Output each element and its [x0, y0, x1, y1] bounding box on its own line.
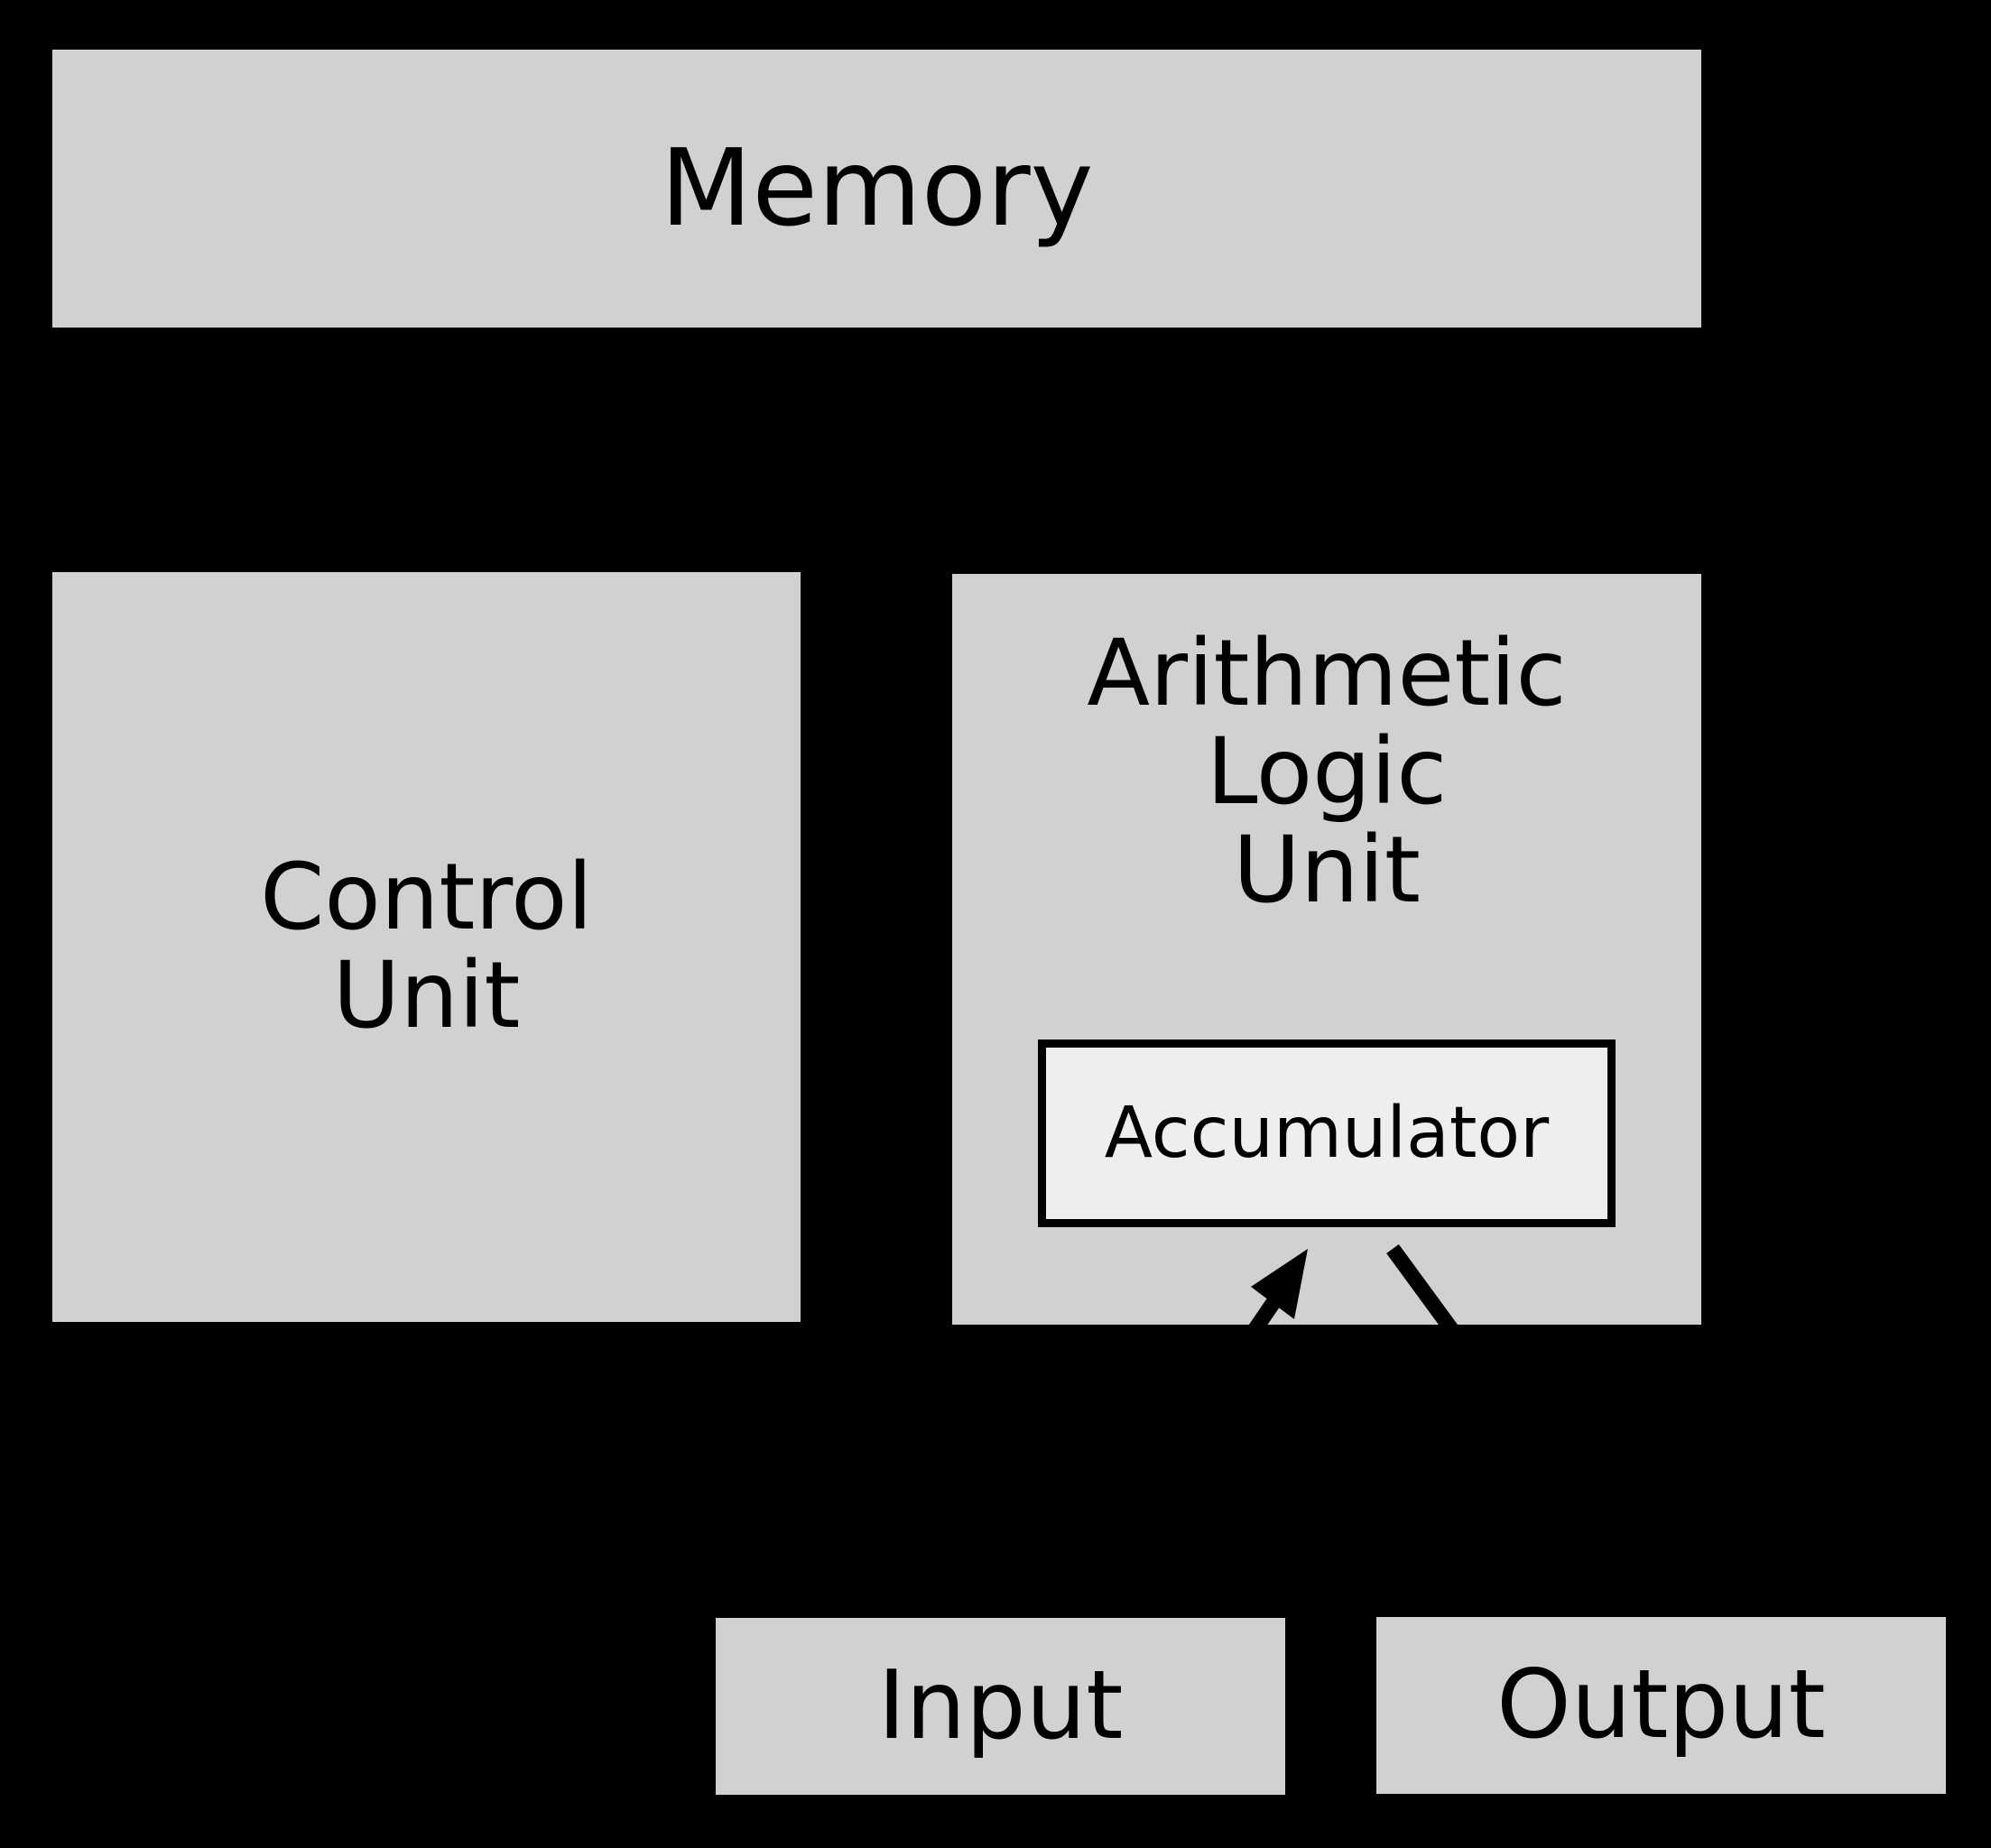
accumulator-inbound-left-arrowhead — [1251, 1249, 1308, 1319]
accumulator-block[interactable]: Accumulator — [1038, 1040, 1616, 1227]
memory-block[interactable]: Memory — [52, 50, 1701, 328]
accumulator-inbound-left-arrow — [1248, 1249, 1308, 1325]
accumulator-label: Accumulator — [1104, 1093, 1550, 1174]
input-block[interactable]: Input — [716, 1618, 1285, 1795]
output-label: Output — [1496, 1649, 1826, 1760]
arithmetic-logic-unit-block[interactable]: Arithmetic Logic Unit Accumulator — [952, 574, 1701, 1325]
accumulator-inbound-right-line — [1386, 1243, 1459, 1325]
memory-label: Memory — [660, 125, 1094, 251]
control-unit-label: Control Unit — [260, 844, 593, 1049]
input-label: Input — [877, 1650, 1124, 1761]
alu-inner-container: Arithmetic Logic Unit Accumulator — [952, 574, 1701, 1325]
control-unit-block[interactable]: Control Unit — [52, 572, 801, 1322]
accumulator-inbound-left-shaft — [1248, 1277, 1295, 1325]
arithmetic-logic-unit-label: Arithmetic Logic Unit — [1087, 620, 1567, 925]
output-block[interactable]: Output — [1376, 1617, 1946, 1794]
